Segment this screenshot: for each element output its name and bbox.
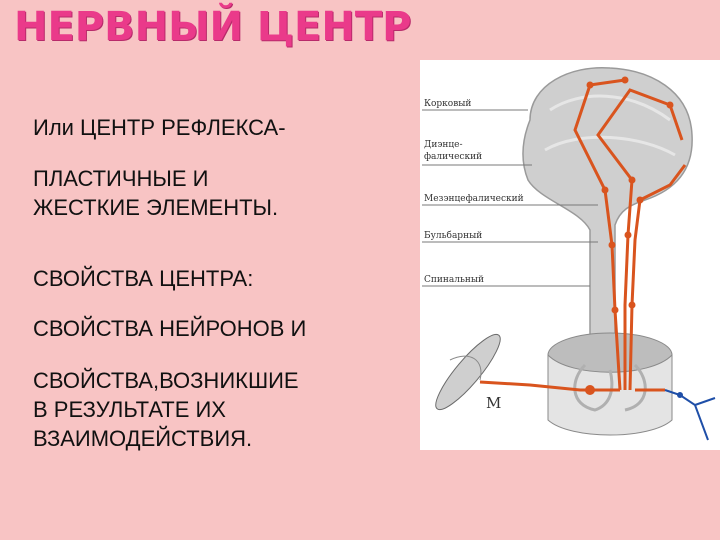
text-reflex-center: Или ЦЕНТР РЕФЛЕКСА- [33, 115, 286, 140]
slide-title: НЕРВНЫЙ ЦЕНТР [14, 4, 412, 50]
synapse-nodes [585, 76, 674, 395]
label-spinal: Спинальный [424, 275, 484, 285]
label-cortical: Корковый [424, 99, 471, 109]
label-bulbar: Бульбарный [424, 230, 482, 241]
label-diencephalic-2: фалический [424, 152, 482, 162]
text-center-properties: СВОЙСТВА ЦЕНТРА: [33, 266, 254, 291]
label-muscle: М [486, 394, 501, 412]
label-diencephalic-1: Диэнце- [424, 140, 463, 150]
label-mesencephalic: Мезэнцефалический [424, 194, 524, 204]
afferent-pathway [664, 389, 716, 441]
reflex-levels-diagram: Корковый Диэнце- фалический Мезэнцефалич… [420, 60, 720, 450]
text-interaction-properties: СВОЙСТВА,ВОЗНИКШИЕ В РЕЗУЛЬТАТЕ ИХ ВЗАИМ… [33, 368, 299, 451]
text-neuron-properties: СВОЙСТВА НЕЙРОНОВ И [33, 316, 307, 341]
muscle-shape [435, 333, 501, 411]
text-plastic-rigid: ПЛАСТИЧНЫЕ И ЖЕСТКИЕ ЭЛЕМЕНТЫ. [33, 166, 279, 220]
diagram-svg: Корковый Диэнце- фалический Мезэнцефалич… [422, 66, 716, 441]
